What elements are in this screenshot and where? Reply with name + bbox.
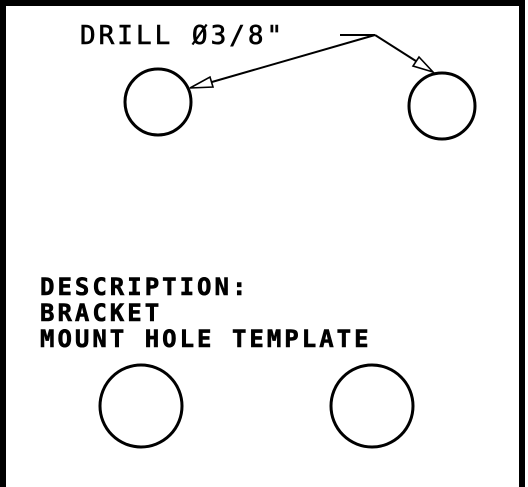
drill-hole-bottom-right: [329, 363, 415, 449]
drill-callout-label: DRILL Ø3/8": [80, 21, 285, 51]
description-line-2: MOUNT HOLE TEMPLATE: [40, 325, 372, 353]
leader-arrowhead-left: [189, 75, 215, 89]
leader-arrowhead-right: [411, 55, 436, 74]
callout-leader-left: [197, 34, 376, 87]
description-line-1: BRACKET: [40, 299, 162, 327]
drill-hole-top-right: [407, 71, 477, 141]
drill-hole-top-left: [123, 67, 193, 137]
drill-hole-bottom-left: [98, 363, 184, 449]
description-heading: DESCRIPTION:: [40, 273, 249, 301]
